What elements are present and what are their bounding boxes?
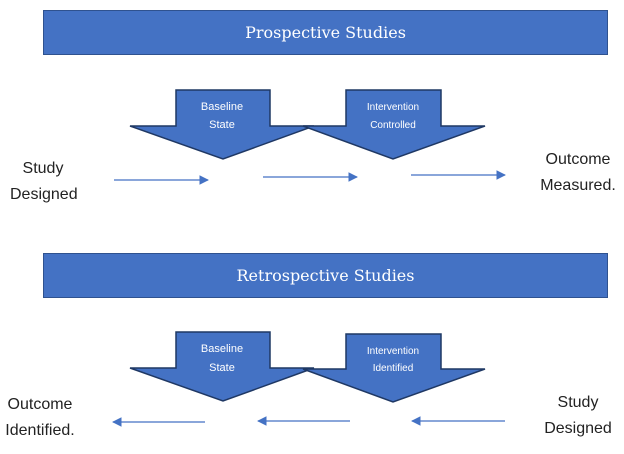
retrospective-end-label: Study Designed bbox=[540, 390, 616, 442]
retrospective-start-line1: Outcome bbox=[7, 396, 73, 413]
prospective-baseline-line2: State bbox=[209, 119, 235, 131]
prospective-end-line1: Outcome bbox=[545, 151, 611, 168]
retrospective-start-line2: Identified. bbox=[5, 422, 75, 439]
prospective-start-line2: Designed bbox=[10, 186, 78, 203]
retrospective-title-banner: Retrospective Studies bbox=[43, 253, 608, 298]
prospective-baseline-line1: Baseline bbox=[201, 101, 243, 113]
prospective-baseline-arrow: Baseline State bbox=[129, 89, 315, 160]
retrospective-intervention-arrow: Intervention Identified bbox=[302, 333, 486, 403]
prospective-end-label: Outcome Measured. bbox=[536, 147, 620, 199]
prospective-title: Prospective Studies bbox=[245, 23, 406, 42]
retrospective-baseline-arrow: Baseline State bbox=[129, 331, 315, 402]
prospective-start-label: Study Designed bbox=[10, 156, 78, 208]
prospective-start-line1: Study bbox=[22, 160, 64, 177]
prospective-end-line2: Measured. bbox=[540, 177, 616, 194]
retrospective-title: Retrospective Studies bbox=[236, 266, 415, 285]
retrospective-intervention-line2: Identified bbox=[373, 363, 414, 374]
prospective-title-banner: Prospective Studies bbox=[43, 10, 608, 55]
retrospective-baseline-line2: State bbox=[209, 362, 235, 374]
retrospective-baseline-line1: Baseline bbox=[201, 343, 243, 355]
prospective-intervention-line2: Controlled bbox=[370, 120, 416, 131]
retrospective-start-label: Outcome Identified. bbox=[0, 392, 80, 444]
prospective-intervention-line1: Intervention bbox=[367, 102, 419, 113]
retrospective-intervention-line1: Intervention bbox=[367, 346, 419, 357]
retrospective-end-line1: Study bbox=[557, 394, 599, 411]
retrospective-end-line2: Designed bbox=[544, 420, 612, 437]
prospective-intervention-arrow: Intervention Controlled bbox=[302, 89, 486, 160]
